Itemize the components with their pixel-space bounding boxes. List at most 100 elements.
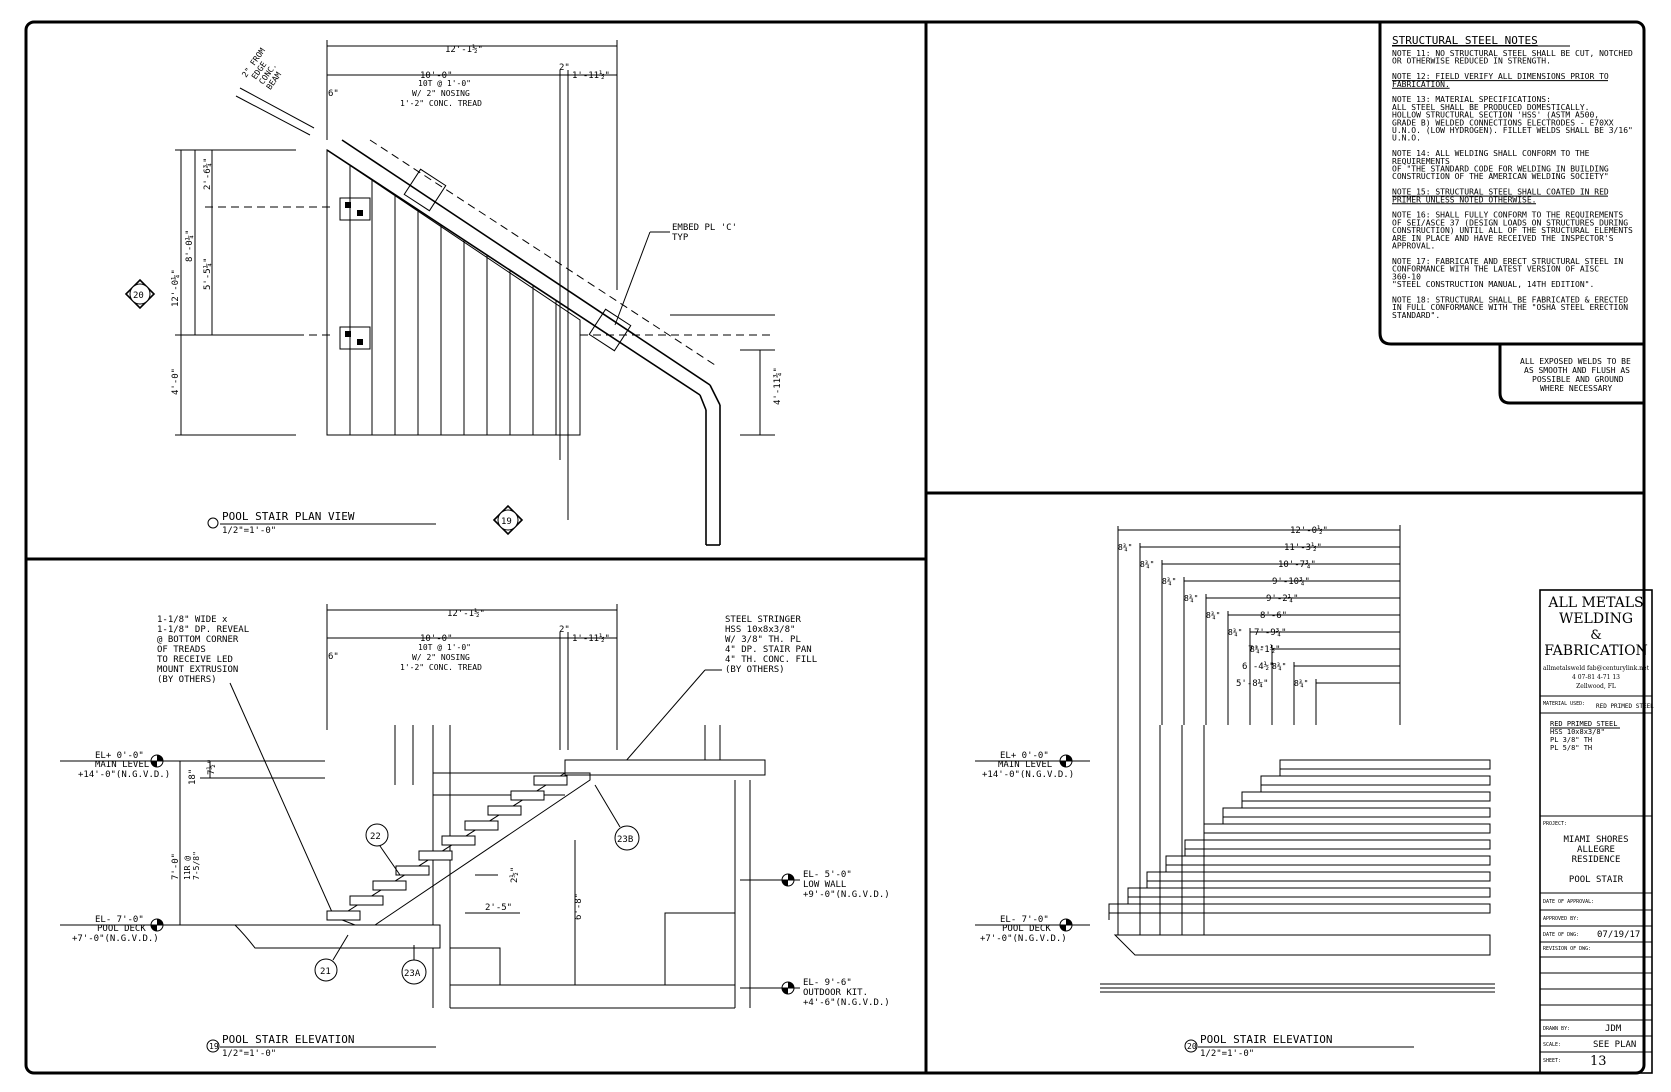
svg-text:+7'-0"(N.G.V.D.): +7'-0"(N.G.V.D.) [72,934,159,944]
sheet-number: 13 [1590,1054,1607,1069]
welds-note-4: WHERE NECESSARY [1540,384,1612,393]
elev19-dim-6in: 6" [328,652,339,662]
date-dwg-label: DATE OF DWG: [1543,932,1579,938]
stack-step [1260,775,1491,786]
elevation-19: 12'-1½" 10'-0" 2" 1'-11½" 6" 10T @ 1'-0"… [60,604,890,1059]
stack-dim-label: 7'-9¾" [1254,628,1287,638]
sheet-label: SHEET: [1543,1058,1561,1064]
svg-text:1-1/8" WIDE x: 1-1/8" WIDE x [157,615,228,625]
elev19-el-kit: EL- 9'-6" OUTDOOR KIT. +4'-6"(N.G.V.D.) [740,978,890,1008]
plan-tread-lines [349,166,557,435]
approved-label: APPROVED BY: [1543,916,1579,922]
notes-line: U.N.O. (LOW HYDROGEN). FILLET WELDS SHAL… [1392,126,1633,135]
stack-dim-eighth: 8¾" [1294,679,1308,688]
stack-dim-eighth: 8¾" [1162,577,1176,586]
project-line-1: MIAMI SHORES [1563,835,1628,845]
scale-label: SCALE: [1543,1042,1561,1048]
svg-text:EL+ 0'-0": EL+ 0'-0" [1000,751,1049,761]
company-line-3: & [1590,628,1602,643]
notes-line: NOTE 18: STRUCTURAL SHALL BE FABRICATED … [1392,295,1628,304]
plan-dim-mid-b: 5'-5¼" [203,257,213,290]
callout-22: 22 [365,823,401,876]
plan-dim-left-lower: 4'-0" [171,368,181,395]
plan-dim-landing: 1'-11½" [572,70,610,81]
scale-value: SEE PLAN [1593,1040,1636,1050]
elev20-stacked-dims: 12'-0½"11'-3½"8¾"10'-7¾"8¾"9'-10¾"8¾"9'-… [1117,525,1400,725]
section-mark-19-label: 19 [501,517,512,527]
notes-line: NOTE 16: SHALL FULLY CONFORM TO THE REQU… [1392,211,1623,220]
svg-text:POOL DECK: POOL DECK [1002,924,1051,934]
notes-line: OF SEI/ASCE 37 (DESIGN LOADS ON STRUCTUR… [1392,218,1628,227]
callout-23a: 23A [401,945,427,985]
notes-line: NOTE 13: MATERIAL SPECIFICATIONS: [1392,95,1551,104]
svg-text:STEEL STRINGER: STEEL STRINGER [725,615,801,625]
stack-step [1127,887,1491,898]
welds-note-3: POSSIBLE AND GROUND [1532,375,1624,384]
callout-23b: 23B [594,784,640,851]
drawn-label: DRAWN BY: [1543,1026,1570,1032]
plan-embed-note-2: TYP [672,233,689,243]
elev19-top-slab [564,759,766,776]
stack-step [1184,839,1491,850]
elev19-dim-2in: 2" [559,625,570,635]
stack-step [1165,855,1491,866]
callout-21: 21 [314,934,349,982]
company-line-4: FABRICATION [1544,643,1648,659]
notes-line: 360-10 [1392,272,1421,281]
elev19-reveal-note: 1-1/8" WIDE x 1-1/8" DP. REVEAL @ BOTTOM… [157,615,249,685]
svg-text:OUTDOOR KIT.: OUTDOOR KIT. [803,988,868,998]
svg-text:+9'-0"(N.G.V.D.): +9'-0"(N.G.V.D.) [803,890,890,900]
svg-text:EL- 9'-6": EL- 9'-6" [803,978,852,988]
elev19-deck-slab [233,924,441,949]
svg-text:22: 22 [370,832,381,842]
stack-dim-eighth: 8¾" [1184,594,1198,603]
plan-tread-note-1: 10T @ 1'-0" [418,79,471,88]
plan-dim-2in: 2" [559,63,570,73]
stack-dim-eighth: 8¾" [1272,662,1286,671]
stack-step [1146,871,1491,882]
svg-text:(BY OTHERS): (BY OTHERS) [157,675,217,685]
stack-step [1222,807,1491,818]
elev20-el-main: EL+ 0'-0" MAIN LEVEL +14'-0"(N.G.V.D.) [975,751,1090,780]
stack-dim-eighth: 8¾" [1228,628,1242,637]
stack-dim-label: 9'-2¼" [1266,594,1299,604]
stack-dim-eighth: 8¾" [1250,645,1264,654]
elev19-dim-2: 2½" [509,867,520,883]
structural-notes: STRUCTURAL STEEL NOTES NOTE 11: NO STRUC… [1378,22,1644,405]
company-phone: 4 07-81 4-71 13 [1572,674,1620,681]
elev20-el-deck: EL- 7'-0" POOL DECK +7'-0"(N.G.V.D.) [975,915,1090,944]
svg-text:HSS 10x8x3/8": HSS 10x8x3/8" [725,625,795,635]
notes-line: OR OTHERWISE REDUCED IN STRENGTH. [1392,57,1551,66]
stack-step [1279,759,1491,770]
company-city: Zellwood, FL [1576,683,1616,690]
revision-label: REVISION OF DWG: [1543,946,1591,952]
elev20-title-mark: 20 [1187,1042,1197,1051]
notes-line: CONSTRUCTION OF THE AMERICAN WELDING SOC… [1392,172,1609,181]
plan-dim-right: 4'-11¾" [773,367,783,405]
svg-text:W/ 3/8" TH. PL: W/ 3/8" TH. PL [725,635,801,645]
elev19-dim-18: 18" [188,769,198,785]
svg-text:+14'-0"(N.G.V.D.): +14'-0"(N.G.V.D.) [78,770,170,780]
material-2: HSS 10x8x3/8" [1550,728,1605,736]
stack-dim-label: 5'-8¼" [1236,679,1269,689]
svg-text:23A: 23A [404,969,421,979]
elev19-title: POOL STAIR ELEVATION [222,1033,354,1046]
plan-dim-run: 10'-0" [420,71,453,81]
plan-tread-note-2: W/ 2" NOSING [412,89,470,98]
elev19-el-deck: EL- 7'-0" POOL DECK +7'-0"(N.G.V.D.) [60,915,235,944]
svg-text:LOW WALL: LOW WALL [803,880,846,890]
project-line-2: ALLEGRE [1577,845,1615,855]
title-block: ALL METALS WELDING & FABRICATION allmeta… [1539,589,1654,1074]
project-line-3: RESIDENCE [1572,855,1621,865]
notes-line: NOTE 14: ALL WELDING SHALL CONFORM TO TH… [1392,149,1590,158]
svg-text:MAIN LEVEL: MAIN LEVEL [95,760,149,770]
svg-text:+7'-0"(N.G.V.D.): +7'-0"(N.G.V.D.) [980,934,1067,944]
material-label: MATERIAL USED: [1543,701,1585,707]
svg-text:4" DP. STAIR PAN: 4" DP. STAIR PAN [725,645,812,655]
stack-dim-label: 12'-0½" [1290,525,1328,536]
elev19-rise-each-1: 11R @ [183,856,192,880]
svg-text:EL+ 0'-0": EL+ 0'-0" [95,751,144,761]
elev19-el-low: EL- 5'-0" LOW WALL +9'-0"(N.G.V.D.) [740,870,890,900]
stack-dim-eighth: 8¾" [1140,560,1154,569]
